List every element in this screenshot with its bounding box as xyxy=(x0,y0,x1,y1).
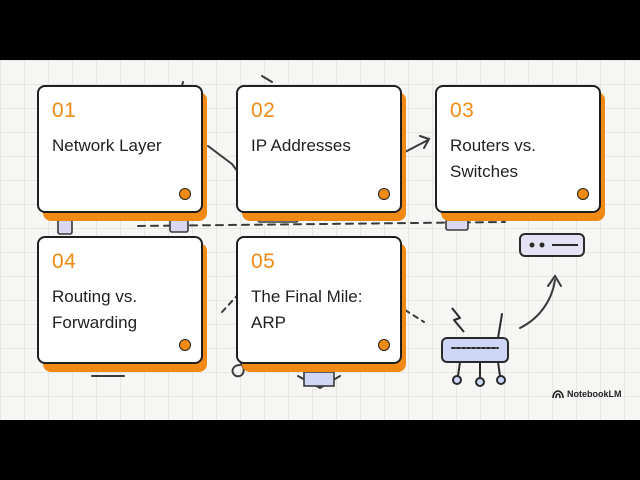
doodle-line xyxy=(261,75,273,83)
card-number: 05 xyxy=(251,250,276,273)
card-dot-icon xyxy=(179,188,191,200)
card-title: Routing vs. Forwarding xyxy=(52,287,138,332)
card-body: 03 Routers vs. Switches xyxy=(435,85,601,213)
device-fragment xyxy=(57,219,73,235)
device-fragment xyxy=(445,219,469,231)
arrow-right-icon xyxy=(404,139,429,153)
letterbox-top xyxy=(0,0,640,60)
card-dot-icon xyxy=(378,188,390,200)
topic-card-3[interactable]: 03 Routers vs. Switches xyxy=(435,85,605,221)
slide: 01 Network Layer 02 IP Addresses 03 Rout… xyxy=(0,60,640,420)
card-title: Network Layer xyxy=(52,136,162,155)
topic-card-2[interactable]: 02 IP Addresses xyxy=(236,85,406,221)
card-body: 02 IP Addresses xyxy=(236,85,402,213)
card-dot-icon xyxy=(179,339,191,351)
card-number: 01 xyxy=(52,99,77,122)
lightning-icon xyxy=(451,307,465,333)
card-body: 05 The Final Mile: ARP xyxy=(236,236,402,364)
card-title: IP Addresses xyxy=(251,136,351,155)
device-fragment xyxy=(303,371,335,387)
card-title: The Final Mile: ARP xyxy=(251,287,363,332)
card-number: 02 xyxy=(251,99,276,122)
device-fragment xyxy=(169,219,189,233)
dashed-connector-line xyxy=(404,309,425,323)
card-title: Routers vs. Switches xyxy=(450,136,536,181)
doodle-line xyxy=(207,145,233,165)
router-icon xyxy=(441,313,509,387)
card-body: 04 Routing vs. Forwarding xyxy=(37,236,203,364)
modem-icon xyxy=(519,233,585,257)
card-dot-icon xyxy=(577,188,589,200)
card-number: 03 xyxy=(450,99,475,122)
card-number: 04 xyxy=(52,250,77,273)
topic-card-5[interactable]: 05 The Final Mile: ARP xyxy=(236,236,406,372)
dashed-connector-line xyxy=(137,221,506,227)
card-dot-icon xyxy=(378,339,390,351)
notebooklm-watermark: NotebookLM xyxy=(552,387,622,401)
notebooklm-logo-icon xyxy=(552,390,564,399)
letterbox-bottom xyxy=(0,420,640,480)
brand-name: NotebookLM xyxy=(567,389,622,399)
topic-card-1[interactable]: 01 Network Layer xyxy=(37,85,207,221)
arrow-up-icon xyxy=(519,279,556,329)
topic-card-4[interactable]: 04 Routing vs. Forwarding xyxy=(37,236,207,372)
card-body: 01 Network Layer xyxy=(37,85,203,213)
